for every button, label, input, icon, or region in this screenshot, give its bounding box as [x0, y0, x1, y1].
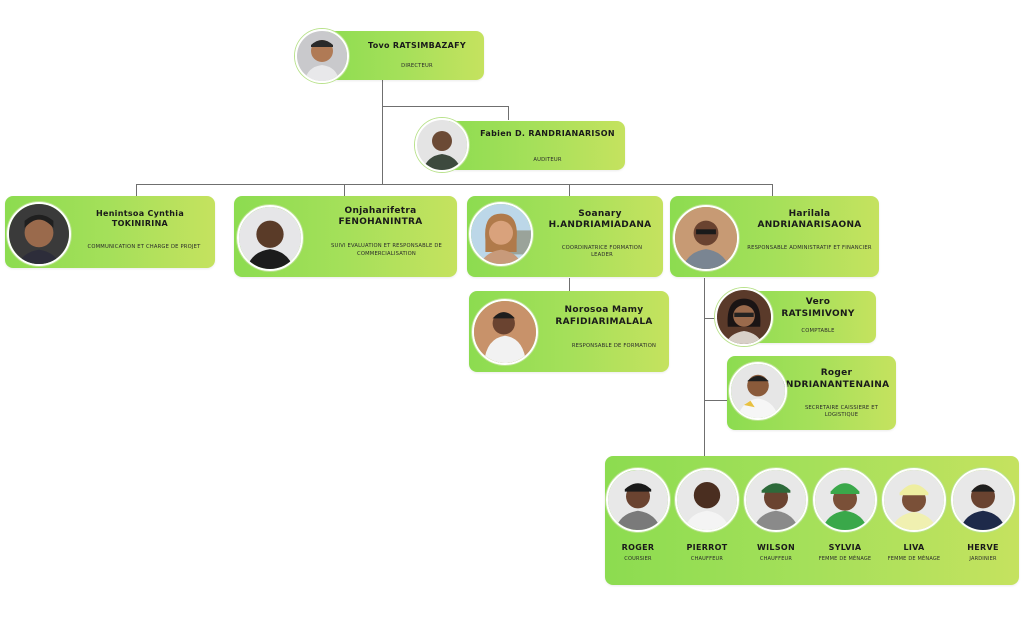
training-avatar — [472, 299, 538, 365]
team-avatar — [606, 468, 670, 532]
person-photo-icon — [474, 301, 536, 363]
person-photo-icon — [953, 470, 1013, 530]
manager-name-last: H.ANDRIAMIADANA — [548, 220, 652, 230]
auditor-card[interactable]: Fabien D. RANDRIANARISON AUDITEUR — [440, 121, 625, 170]
admin-name-first: Vero — [805, 297, 831, 307]
team-role: FEMME DE MÉNAGE — [887, 556, 941, 562]
training-name-first: Norosoa Mamy — [564, 305, 644, 315]
director-role: DIRECTEUR — [401, 63, 433, 69]
admin-name-last: ANDRIANANTENAINA — [778, 380, 890, 390]
team-avatar — [675, 468, 739, 532]
team-member-roger[interactable]: ROGER COURSIER — [605, 456, 671, 576]
person-photo-icon — [417, 120, 467, 170]
connector-auditor-down — [508, 106, 509, 120]
admin-role: COMPTABLE — [801, 328, 835, 334]
person-photo-icon — [884, 470, 944, 530]
admin-role-line1: SECRETAIRE CAISSIERE ET — [804, 405, 879, 411]
manager-name-last: TOKINIRINA — [111, 219, 169, 228]
admin-avatar — [715, 288, 773, 346]
manager-role-line2: COMMERCIALISATION — [357, 251, 416, 257]
director-avatar — [295, 29, 349, 83]
person-photo-icon — [297, 31, 347, 81]
admin-avatar — [729, 362, 787, 420]
team-member-wilson[interactable]: WILSON CHAUFFEUR — [743, 456, 809, 576]
team-role: CHAUFFEUR — [690, 556, 724, 562]
team-name: SYLVIA — [828, 543, 862, 552]
team-member-herve[interactable]: HERVE JARDINIER — [950, 456, 1016, 576]
team-role: JARDINIER — [969, 556, 997, 562]
team-member-sylvia[interactable]: SYLVIA FEMME DE MÉNAGE — [812, 456, 878, 576]
team-name: ROGER — [621, 543, 655, 552]
team-avatar — [951, 468, 1015, 532]
person-photo-icon — [9, 204, 69, 264]
connector-roger-a — [704, 400, 730, 401]
manager-name-first: Harilala — [788, 209, 831, 219]
manager-avatar — [237, 205, 303, 271]
connector-manager-1 — [136, 184, 137, 196]
admin-name-first: Roger — [820, 368, 853, 378]
person-photo-icon — [815, 470, 875, 530]
manager-avatar — [469, 202, 533, 266]
manager-avatar — [673, 205, 739, 271]
manager-role: COMMUNICATION ET CHARGE DE PROJET — [87, 244, 201, 250]
person-photo-icon — [717, 290, 771, 344]
person-photo-icon — [675, 207, 737, 269]
team-name: HERVE — [967, 543, 999, 552]
manager-avatar — [7, 202, 71, 266]
team-role: FEMME DE MÉNAGE — [818, 556, 872, 562]
admin-name-last: RATSIMIVONY — [781, 309, 855, 319]
team-name: PIERROT — [686, 543, 728, 552]
auditor-role: AUDITEUR — [533, 157, 562, 163]
manager-name-last: FENOHANINTRA — [338, 217, 423, 227]
connector-admin-vertical — [704, 278, 705, 456]
manager-role: RESPONSABLE ADMINISTRATIF ET FINANCIER — [747, 245, 872, 251]
connector-director-down — [382, 80, 383, 184]
connector-auditor-horizontal — [382, 106, 509, 107]
manager-role-line2: LEADER — [591, 252, 613, 258]
connector-manager-4 — [772, 184, 773, 196]
person-photo-icon — [731, 364, 785, 418]
person-photo-icon — [608, 470, 668, 530]
person-photo-icon — [746, 470, 806, 530]
training-role: RESPONSABLE DE FORMATION — [571, 343, 657, 349]
team-name: LIVA — [903, 543, 925, 552]
team-avatar — [744, 468, 808, 532]
auditor-avatar — [415, 118, 469, 172]
connector-manager-2 — [344, 184, 345, 196]
admin-role-line2: LOGISTIQUE — [824, 412, 859, 418]
person-photo-icon — [471, 204, 531, 264]
team-avatar — [813, 468, 877, 532]
connector-vero — [704, 318, 718, 319]
auditor-name: Fabien D. RANDRIANARISON — [480, 129, 615, 138]
manager-role-line1: COORDINATRICE FORMATION — [561, 245, 643, 251]
training-name-last: RAFIDIARIMALALA — [555, 317, 653, 327]
manager-name-first: Henintsoa Cynthia — [95, 209, 185, 218]
team-name: WILSON — [757, 543, 795, 552]
team-role: CHAUFFEUR — [759, 556, 793, 562]
manager-name-first: Soanary — [578, 209, 622, 219]
team-avatar — [882, 468, 946, 532]
connector-training-down — [569, 278, 570, 291]
manager-name-last: ANDRIANARISAONA — [757, 220, 862, 230]
manager-role-line1: SUIVI EVALUATION ET RESPONSABLE DE — [330, 243, 443, 249]
person-photo-icon — [239, 207, 301, 269]
director-name: Tovo RATSIMBAZAFY — [368, 41, 466, 50]
team-role: COURSIER — [624, 556, 652, 562]
person-photo-icon — [677, 470, 737, 530]
support-team-card[interactable]: ROGER COURSIER PIERROT CHAUFFEUR WILSON … — [605, 456, 1019, 585]
connector-manager-3 — [569, 184, 570, 196]
manager-name-first: Onjaharifetra — [344, 206, 417, 216]
team-member-pierrot[interactable]: PIERROT CHAUFFEUR — [674, 456, 740, 576]
connector-managers-horizontal — [136, 184, 773, 185]
team-member-liva[interactable]: LIVA FEMME DE MÉNAGE — [881, 456, 947, 576]
